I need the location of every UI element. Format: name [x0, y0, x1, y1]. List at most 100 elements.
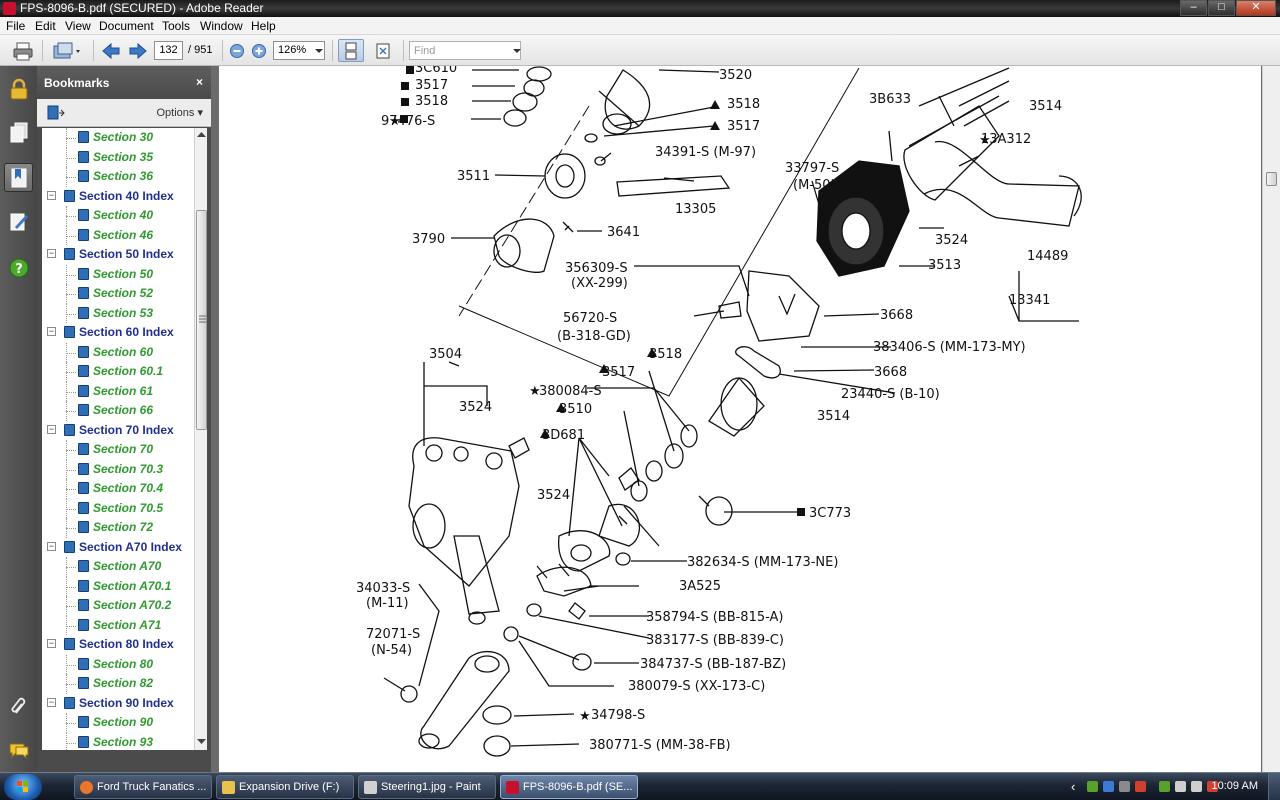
bookmark-item[interactable]: Section 70.5	[42, 498, 197, 518]
bookmark-item[interactable]: Section 80	[42, 654, 197, 674]
zoom-in-button[interactable]	[250, 39, 268, 62]
bookmark-item[interactable]: Section 61	[42, 381, 197, 401]
bookmark-item[interactable]: Section 70	[42, 440, 197, 460]
tree-connector	[66, 586, 76, 588]
bookmark-item[interactable]: Section 66	[42, 401, 197, 421]
bookmark-item[interactable]: Section 60.1	[42, 362, 197, 382]
collaborate-button[interactable]	[49, 39, 85, 62]
bookmark-icon	[78, 677, 89, 689]
bookmarks-scroll-thumb[interactable]	[196, 210, 207, 430]
tree-connector	[66, 528, 76, 529]
tray-warning-icon[interactable]	[1135, 781, 1146, 792]
zoom-dropdown-button[interactable]	[314, 39, 324, 62]
fit-page-button[interactable]	[370, 39, 396, 62]
bookmarks-scrollbar[interactable]	[194, 128, 207, 750]
menu-help[interactable]: Help	[251, 19, 276, 33]
bookmark-section-index[interactable]: −Section A70 Index	[42, 538, 197, 558]
expand-bookmark-button[interactable]	[46, 105, 66, 124]
collapse-toggle-icon[interactable]: −	[47, 638, 56, 648]
minimize-button[interactable]: –	[1180, 0, 1207, 16]
close-button[interactable]: ✕	[1236, 0, 1276, 16]
menu-view[interactable]: View	[65, 19, 91, 33]
attachments-button[interactable]	[4, 691, 33, 720]
network-icon[interactable]	[1175, 781, 1186, 792]
taskbar-item-explorer[interactable]: Expansion Drive (F:)	[216, 775, 354, 799]
document-scrollbar[interactable]	[1262, 66, 1280, 772]
collapse-toggle-icon[interactable]: −	[47, 248, 56, 258]
taskbar-item-adobe-reader[interactable]: FPS-8096-B.pdf (SE...	[500, 775, 638, 799]
collapse-toggle-icon[interactable]: −	[47, 423, 56, 434]
menu-edit[interactable]: Edit	[35, 19, 56, 33]
taskbar-item-paint[interactable]: Steering1.jpg - Paint	[358, 775, 496, 799]
bookmark-section-index[interactable]: −Section 60 Index	[42, 323, 197, 343]
menu-document[interactable]: Document	[99, 19, 154, 33]
bookmark-item[interactable]: Section 53	[42, 303, 197, 323]
bookmark-item[interactable]: Section A70.1	[42, 576, 197, 596]
bookmark-item[interactable]: Section 52	[42, 284, 197, 304]
bookmark-section-index[interactable]: −Section 80 Index	[42, 635, 197, 655]
bookmark-section-index[interactable]: −Section 50 Index	[42, 245, 197, 265]
bookmark-item[interactable]: Section 36	[42, 167, 197, 187]
show-desktop-button[interactable]	[1268, 773, 1280, 800]
bookmark-item[interactable]: Section 50	[42, 264, 197, 284]
tree-connector	[66, 342, 67, 362]
menu-file[interactable]: File	[6, 19, 26, 33]
menu-tools[interactable]: Tools	[162, 19, 191, 33]
bookmark-item[interactable]: Section A70	[42, 557, 197, 577]
bookmark-item[interactable]: Section 72	[42, 518, 197, 538]
bookmark-item[interactable]: Section 40	[42, 206, 197, 226]
bookmark-item[interactable]: Section 82	[42, 674, 197, 694]
taskbar-item-firefox[interactable]: Ford Truck Fanatics ...	[74, 775, 212, 799]
action-center-icon[interactable]	[1207, 781, 1218, 792]
bookmark-item[interactable]: Section 46	[42, 225, 197, 245]
show-hidden-icons-button[interactable]: ‹	[1071, 779, 1076, 794]
bookmark-label: Section 93	[93, 734, 154, 749]
tray-app-icon[interactable]	[1119, 781, 1130, 792]
bookmark-item[interactable]: Section 70.4	[42, 479, 197, 499]
bookmark-item[interactable]: Section A71	[42, 615, 197, 635]
collapse-toggle-icon[interactable]: −	[47, 326, 56, 336]
pages-button[interactable]	[4, 118, 33, 147]
find-dropdown-button[interactable]	[512, 39, 522, 62]
bookmark-item[interactable]: Section 35	[42, 147, 197, 167]
bookmark-item[interactable]: Section 70.3	[42, 459, 197, 479]
part-label: 3524	[537, 488, 570, 503]
bookmarks-button[interactable]	[4, 163, 33, 192]
collapse-toggle-icon[interactable]: −	[47, 540, 56, 551]
zoom-out-button[interactable]	[228, 39, 246, 62]
maximize-button[interactable]: □	[1208, 0, 1235, 16]
collapse-toggle-icon[interactable]: −	[47, 189, 56, 200]
menu-window[interactable]: Window	[200, 19, 243, 33]
bookmark-section-index[interactable]: −Section 70 Index	[42, 421, 197, 441]
bookmark-item[interactable]: Section 93	[42, 732, 197, 750]
bookmark-item[interactable]: Section 60	[42, 342, 197, 362]
tray-app-icon[interactable]	[1087, 781, 1098, 792]
document-scroll-thumb[interactable]	[1266, 172, 1277, 186]
start-button[interactable]	[4, 774, 42, 800]
collapse-toggle-icon[interactable]: −	[47, 696, 56, 707]
bookmark-item[interactable]: Section A70.2	[42, 596, 197, 616]
close-panel-button[interactable]: ×	[195, 75, 203, 89]
bookmark-item[interactable]: Section 90	[42, 713, 197, 733]
tray-security-icon[interactable]	[1159, 781, 1170, 792]
security-settings-button[interactable]	[4, 74, 33, 103]
previous-page-button[interactable]	[99, 39, 123, 62]
help-button[interactable]: ?	[4, 253, 33, 282]
options-menu-button[interactable]: Options ▾	[156, 107, 204, 119]
page-number-input[interactable]: 132	[154, 41, 183, 60]
tray-app-icon[interactable]	[1103, 781, 1114, 792]
clock[interactable]: 10:09 AM	[1211, 780, 1258, 792]
bookmark-section-index[interactable]: −Section 40 Index	[42, 187, 197, 207]
zoom-level-input[interactable]: 126%	[273, 41, 325, 60]
bookmark-section-index[interactable]: −Section 90 Index	[42, 694, 197, 714]
find-input[interactable]	[409, 41, 521, 60]
next-page-button[interactable]	[126, 39, 150, 62]
comments-button[interactable]	[4, 736, 33, 765]
signatures-button[interactable]	[4, 207, 33, 236]
bookmark-icon	[78, 560, 89, 572]
bookmark-item[interactable]: Section 30	[42, 128, 197, 148]
tree-connector	[66, 235, 76, 237]
scrolling-mode-button[interactable]	[338, 39, 364, 62]
print-button[interactable]	[10, 39, 36, 62]
volume-icon[interactable]	[1191, 781, 1202, 792]
